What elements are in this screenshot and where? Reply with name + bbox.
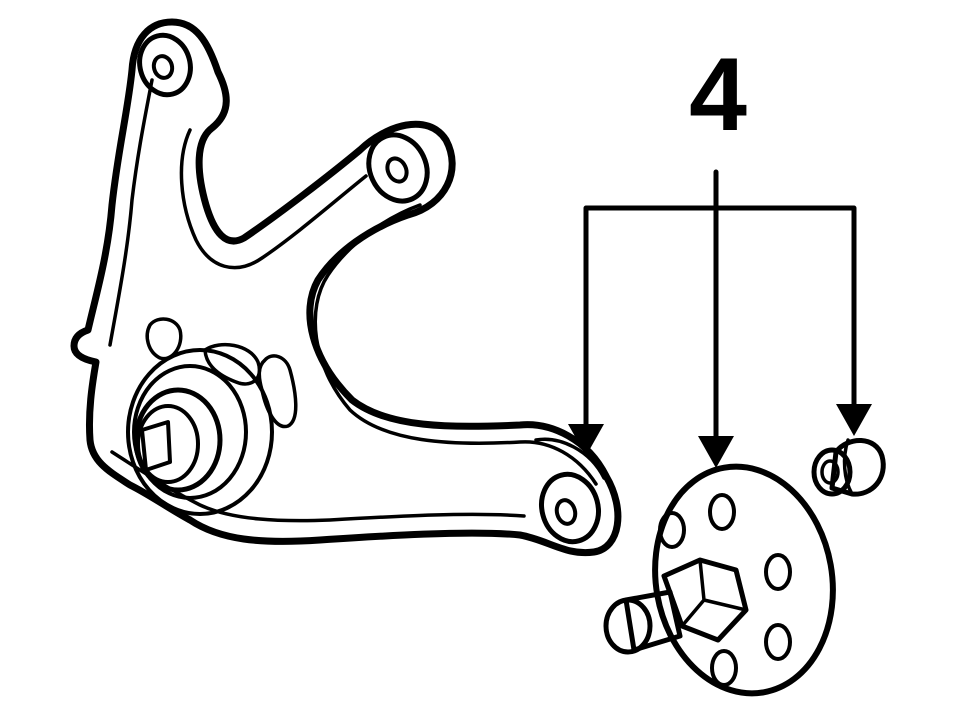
bushing-part <box>811 438 886 497</box>
callout-number: 4 <box>689 37 747 153</box>
flange-hole-1 <box>708 493 736 531</box>
callout-arrows <box>568 169 872 468</box>
cast-relief-2 <box>257 354 298 429</box>
steering-arm-eye <box>366 132 430 204</box>
arrow-right-head <box>836 404 872 436</box>
hub-inner-ring <box>133 387 223 493</box>
knuckle-outline <box>70 18 622 557</box>
flange-hole-4 <box>710 649 738 687</box>
bushing-edge <box>842 438 854 496</box>
cast-relief-1 <box>145 317 183 361</box>
steering-arm-hole <box>385 156 409 184</box>
flange-hole-5 <box>658 511 686 549</box>
flange-hole-2 <box>764 553 792 591</box>
hub-square-drive <box>140 420 172 472</box>
stud-end <box>603 597 653 655</box>
stud-shaft <box>623 589 683 653</box>
hub-flange-part <box>603 463 836 697</box>
hub-bore <box>136 404 200 484</box>
arrow-center-head <box>698 436 734 468</box>
bushing-bore <box>820 459 840 485</box>
cast-relief-3 <box>203 342 262 386</box>
lower-arm-hole <box>554 498 578 526</box>
bushing-end <box>811 447 853 497</box>
arrow-left-head <box>568 424 604 456</box>
knuckle-inner-contour <box>108 78 598 486</box>
lower-arm-rim <box>534 437 606 480</box>
flange-disc <box>652 463 836 697</box>
hub-outer-ring <box>126 348 274 516</box>
flange-hole-3 <box>764 623 792 661</box>
upper-mount-hole <box>151 54 175 80</box>
bushing-body <box>829 438 886 497</box>
arrow-bracket <box>583 205 857 431</box>
hex-nut-facets <box>680 558 748 628</box>
lower-arm-eye <box>539 471 601 545</box>
steering-knuckle <box>70 18 622 557</box>
upper-mount-eye <box>137 32 193 98</box>
